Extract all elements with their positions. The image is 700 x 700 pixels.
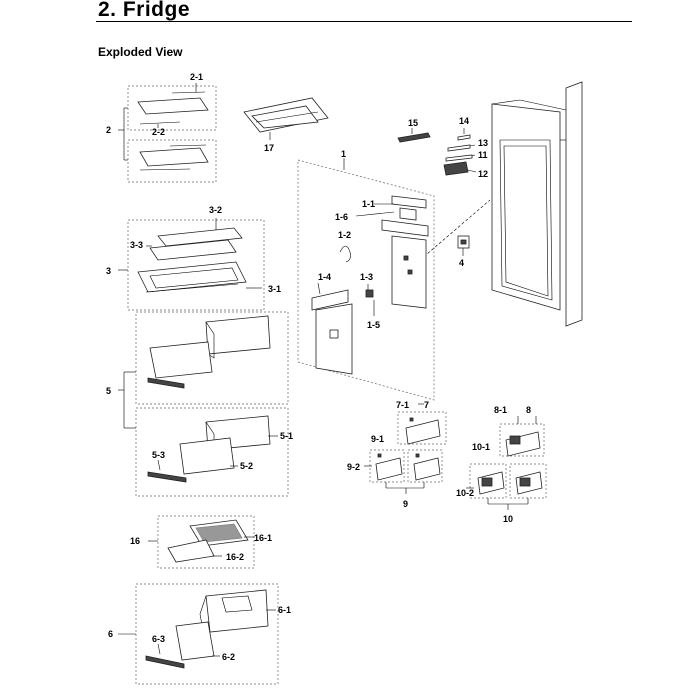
part-5-drawer-group: [118, 311, 289, 497]
part-16-tray-group: [148, 515, 255, 569]
label-3-1: 3-1: [268, 284, 281, 294]
label-6-3: 6-3: [152, 634, 165, 644]
part-4-sensor: [457, 235, 470, 256]
label-10: 10: [503, 514, 513, 524]
label-5-1: 5-1: [280, 431, 293, 441]
label-16: 16: [130, 536, 140, 546]
label-1-3: 1-3: [360, 272, 373, 282]
part-1-panel-group: [297, 158, 435, 401]
label-5-3: 5-3: [152, 450, 165, 460]
label-8: 8: [526, 405, 531, 415]
label-8-1: 8-1: [494, 405, 507, 415]
part-6-drawer-group: [118, 583, 279, 685]
label-1-4: 1-4: [318, 272, 331, 282]
label-1-1: 1-1: [362, 199, 375, 209]
label-9-1: 9-1: [371, 434, 384, 444]
part-15-rail: [397, 128, 431, 143]
label-9-2: 9-2: [347, 462, 360, 472]
label-2-2: 2-2: [152, 127, 165, 137]
label-15: 15: [408, 118, 418, 128]
part-7-9-hinge-group: [364, 403, 447, 494]
label-3-2: 3-2: [209, 205, 222, 215]
label-1-2: 1-2: [338, 230, 351, 240]
fridge-cabinet: [419, 81, 583, 327]
part-3-cover-group: [118, 218, 265, 311]
label-1: 1: [341, 149, 346, 159]
label-11: 11: [478, 150, 488, 160]
label-10-2: 10-2: [456, 488, 474, 498]
label-10-1: 10-1: [472, 442, 490, 452]
title-rule: [96, 21, 632, 22]
label-6-1: 6-1: [278, 605, 291, 615]
label-13: 13: [478, 138, 488, 148]
label-16-2: 16-2: [226, 552, 244, 562]
label-7: 7: [424, 400, 429, 410]
part-2-shelf-group: [118, 83, 217, 183]
part-14-13-11-12-group: [443, 128, 477, 176]
label-3: 3: [106, 266, 111, 276]
page-title: 2. Fridge: [98, 0, 191, 21]
label-6-2: 6-2: [222, 652, 235, 662]
label-5-2: 5-2: [240, 461, 253, 471]
label-2-1: 2-1: [190, 72, 203, 82]
label-17: 17: [264, 143, 274, 153]
label-3-3: 3-3: [130, 240, 143, 250]
label-2: 2: [106, 125, 111, 135]
label-6: 6: [108, 629, 113, 639]
part-17-shelf: [243, 97, 329, 140]
label-9: 9: [403, 499, 408, 509]
label-14: 14: [459, 116, 469, 126]
label-4: 4: [459, 258, 464, 268]
label-5: 5: [106, 386, 111, 396]
label-12: 12: [478, 169, 488, 179]
label-1-6: 1-6: [335, 212, 348, 222]
label-16-1: 16-1: [254, 533, 272, 543]
label-7-1: 7-1: [396, 400, 409, 410]
part-8-10-hinge-group: [466, 416, 547, 510]
label-1-5: 1-5: [367, 320, 380, 330]
section-subtitle: Exploded View: [98, 45, 183, 59]
